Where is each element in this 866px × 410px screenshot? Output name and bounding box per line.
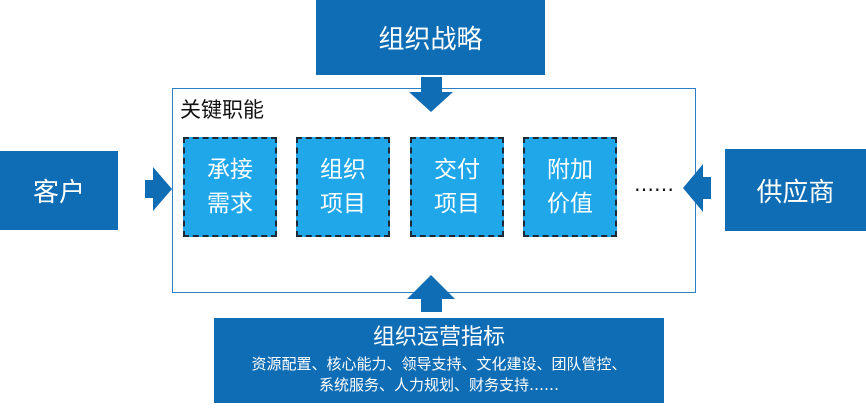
key-functions-title: 关键职能 — [180, 98, 264, 122]
org-metrics-line-1: 资源配置、核心能力、领导支持、文化建设、团队管控、 — [251, 355, 627, 373]
customer-box: 客户 — [0, 151, 118, 230]
ellipsis-more: …… — [634, 172, 674, 196]
arrow-down-icon — [409, 77, 453, 112]
supplier-label: 供应商 — [756, 177, 835, 208]
org-metrics-title: 组织运营指标 — [372, 325, 505, 350]
org-metrics-box: 组织运营指标 资源配置、核心能力、领导支持、文化建设、团队管控、 系统服务、人力… — [214, 318, 664, 403]
org-metrics-details: 资源配置、核心能力、领导支持、文化建设、团队管控、 系统服务、人力规划、财务支持… — [251, 354, 626, 396]
arrow-right-icon — [145, 167, 172, 211]
org-metrics-line-2: 系统服务、人力规划、财务支持…… — [318, 376, 559, 394]
function-box-deliver-project: 交付 项目 — [410, 137, 504, 237]
arrow-up-icon — [407, 275, 455, 312]
org-strategy-label: 组织战略 — [378, 25, 483, 55]
function-box-added-value: 附加 价值 — [523, 137, 617, 237]
function-box-requirements: 承接 需求 — [183, 137, 277, 237]
customer-label: 客户 — [32, 178, 85, 208]
arrow-left-icon — [683, 164, 711, 212]
supplier-box: 供应商 — [725, 149, 866, 231]
org-strategy-box: 组织战略 — [316, 0, 545, 75]
function-box-organize-project: 组织 项目 — [296, 137, 390, 237]
